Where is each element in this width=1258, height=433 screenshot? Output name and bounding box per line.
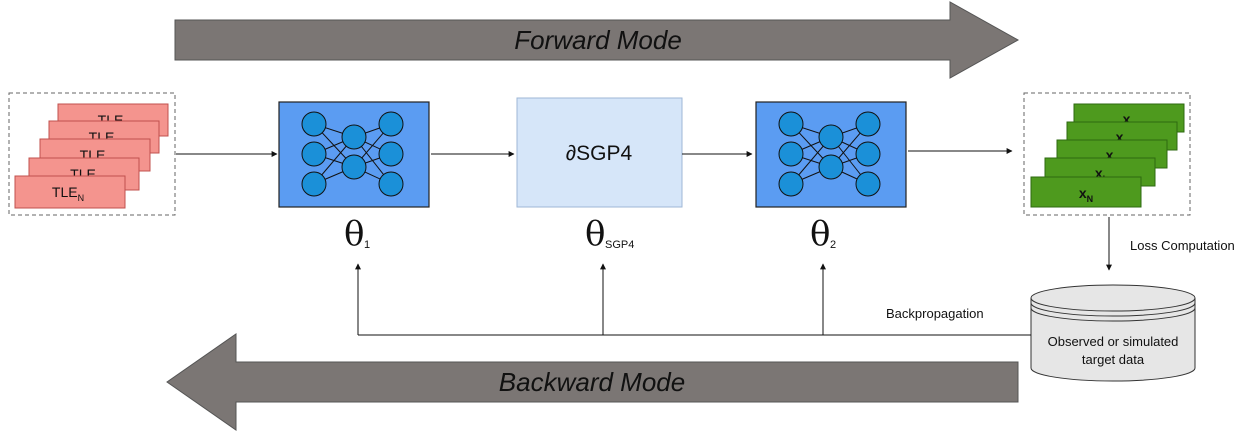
target-data-line1: Observed or simulated [1048, 334, 1179, 349]
neuron-node [818, 124, 844, 150]
tle-card-sub: N [78, 193, 85, 203]
network-2-graph [778, 111, 881, 197]
backward-mode-label: Backward Mode [499, 367, 685, 397]
loss-computation-label: Loss Computation [1130, 238, 1235, 253]
neuron-node [341, 124, 367, 150]
neural-network-2 [755, 101, 907, 208]
backward-mode-arrow: Backward Mode [166, 333, 1019, 431]
theta-sgp4-symbol: θ [585, 214, 605, 254]
theta-1-symbol: θ [344, 214, 364, 254]
output-card-label: x [1116, 129, 1124, 145]
output-card-label: x [1106, 147, 1114, 163]
neuron-node [301, 141, 327, 167]
svg-text:TLEN: TLEN [52, 184, 84, 203]
sgp4-block: ∂SGP4 [516, 97, 683, 208]
neuron-node [778, 111, 804, 137]
output-card-label: x [1079, 185, 1087, 201]
theta-2-subscript: 2 [830, 239, 836, 251]
backpropagation-label: Backpropagation [886, 306, 984, 321]
forward-mode-label: Forward Mode [514, 25, 682, 55]
neuron-node [855, 111, 881, 137]
target-data-database: Observed or simulated target data [1030, 284, 1196, 382]
tle-dashed-border [8, 92, 176, 216]
target-data-line2: target data [1082, 352, 1145, 367]
output-stack: x1 x2 x3 xi xN [1023, 92, 1191, 216]
neural-network-1 [278, 101, 430, 208]
forward-mode-arrow: Forward Mode [174, 1, 1020, 79]
neuron-node [855, 171, 881, 197]
network-1-graph [301, 111, 404, 197]
theta-1-subscript: 1 [364, 239, 370, 251]
output-card-label: x [1095, 165, 1103, 181]
neuron-node [341, 154, 367, 180]
sgp4-label: ∂SGP4 [566, 142, 633, 165]
tle-stack: TLE1 TLE2 TLE3 TLEi TLEN [8, 92, 176, 216]
tle-card: TLEN [14, 175, 126, 209]
theta-sgp4-subscript: SGP4 [605, 239, 634, 251]
neuron-node [378, 111, 404, 137]
neuron-node [778, 141, 804, 167]
neuron-node [778, 171, 804, 197]
neuron-node [301, 171, 327, 197]
output-card-sub: N [1087, 194, 1094, 204]
neuron-node [818, 154, 844, 180]
output-card-label: x [1123, 111, 1131, 127]
tle-card-label: TLE [52, 184, 78, 200]
theta-2-symbol: θ [810, 214, 830, 254]
neuron-node [855, 141, 881, 167]
output-card: xN [1030, 176, 1142, 208]
output-dashed-border [1023, 92, 1191, 216]
neuron-node [301, 111, 327, 137]
svg-text:xN: xN [1079, 185, 1093, 204]
neuron-node [378, 141, 404, 167]
backpropagation-paths [355, 263, 1031, 336]
neuron-node [378, 171, 404, 197]
